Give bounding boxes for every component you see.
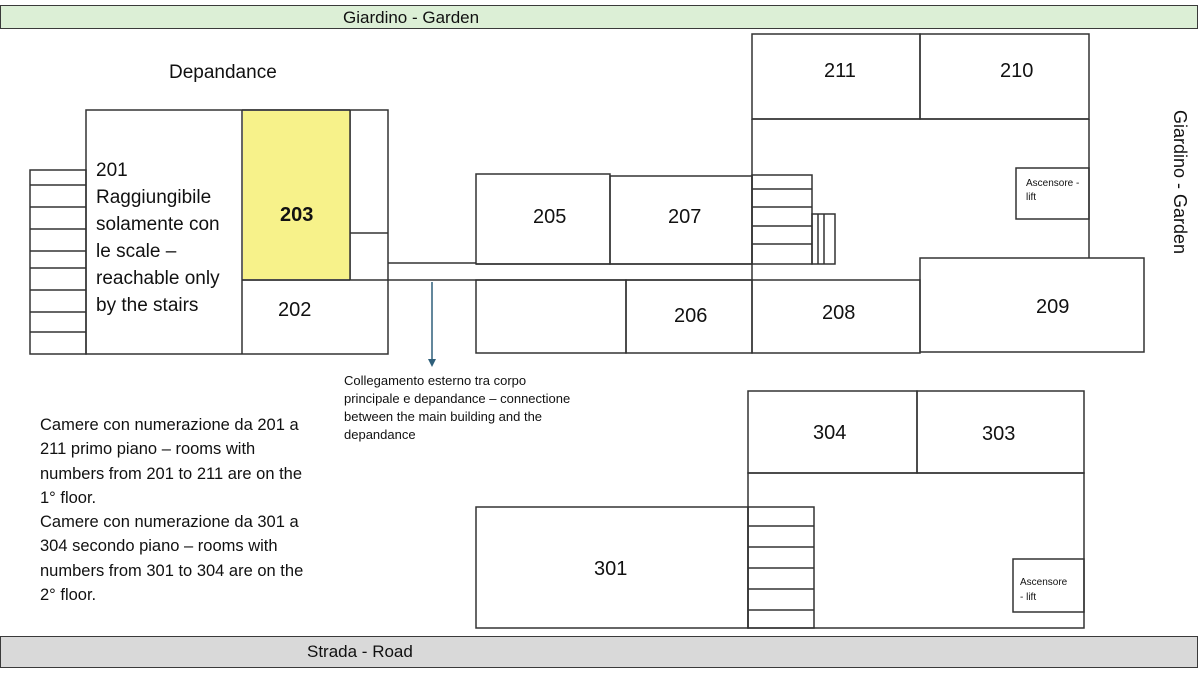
road-band: Strada - Road xyxy=(0,636,1198,668)
connection-arrow xyxy=(428,282,436,367)
garden-band-top: Giardino - Garden xyxy=(0,5,1198,29)
lift-floor1-label-line2: lift xyxy=(1026,192,1036,203)
room-205-label: 205 xyxy=(533,206,566,228)
room-208-label: 208 xyxy=(822,302,855,324)
lift-floor2-label-line2: - lift xyxy=(1020,592,1036,603)
room-211-label: 211 xyxy=(824,60,856,82)
floor-notes: Camere con numerazione da 201 a 211 prim… xyxy=(40,416,304,605)
room-203-label: 203 xyxy=(280,204,313,226)
lift-floor2-box xyxy=(1012,558,1085,613)
depandance-title: Depandance xyxy=(169,62,277,83)
room-210-label: 210 xyxy=(1000,60,1033,82)
main-stairs-floor2 xyxy=(747,506,815,629)
road-label: Strada - Road xyxy=(307,642,413,661)
connection-note: Collegamento esterno tra corpo principal… xyxy=(344,373,571,442)
garden-right-label: Giardino - Garden xyxy=(1170,110,1190,255)
lift-floor1-box xyxy=(1015,167,1090,220)
room-207-label: 207 xyxy=(668,206,701,228)
main-stairs-floor1 xyxy=(751,174,836,265)
room-303-label: 303 xyxy=(982,423,1015,445)
garden-top-label: Giardino - Garden xyxy=(343,8,480,27)
room-304-label: 304 xyxy=(813,422,846,444)
room-201-label: 201 Raggiungibile solamente con le scale… xyxy=(96,160,220,316)
lift-floor1-label-line1: Ascensore - xyxy=(1026,178,1079,189)
room-202-label: 202 xyxy=(278,299,311,321)
depandance-stairs xyxy=(29,169,87,355)
room-301-label: 301 xyxy=(594,558,627,580)
room-209-label: 209 xyxy=(1036,296,1069,318)
room-206-label: 206 xyxy=(674,305,707,327)
room-203-highlight xyxy=(243,111,350,279)
lift-floor2-label-line1: Ascensore xyxy=(1020,577,1068,588)
